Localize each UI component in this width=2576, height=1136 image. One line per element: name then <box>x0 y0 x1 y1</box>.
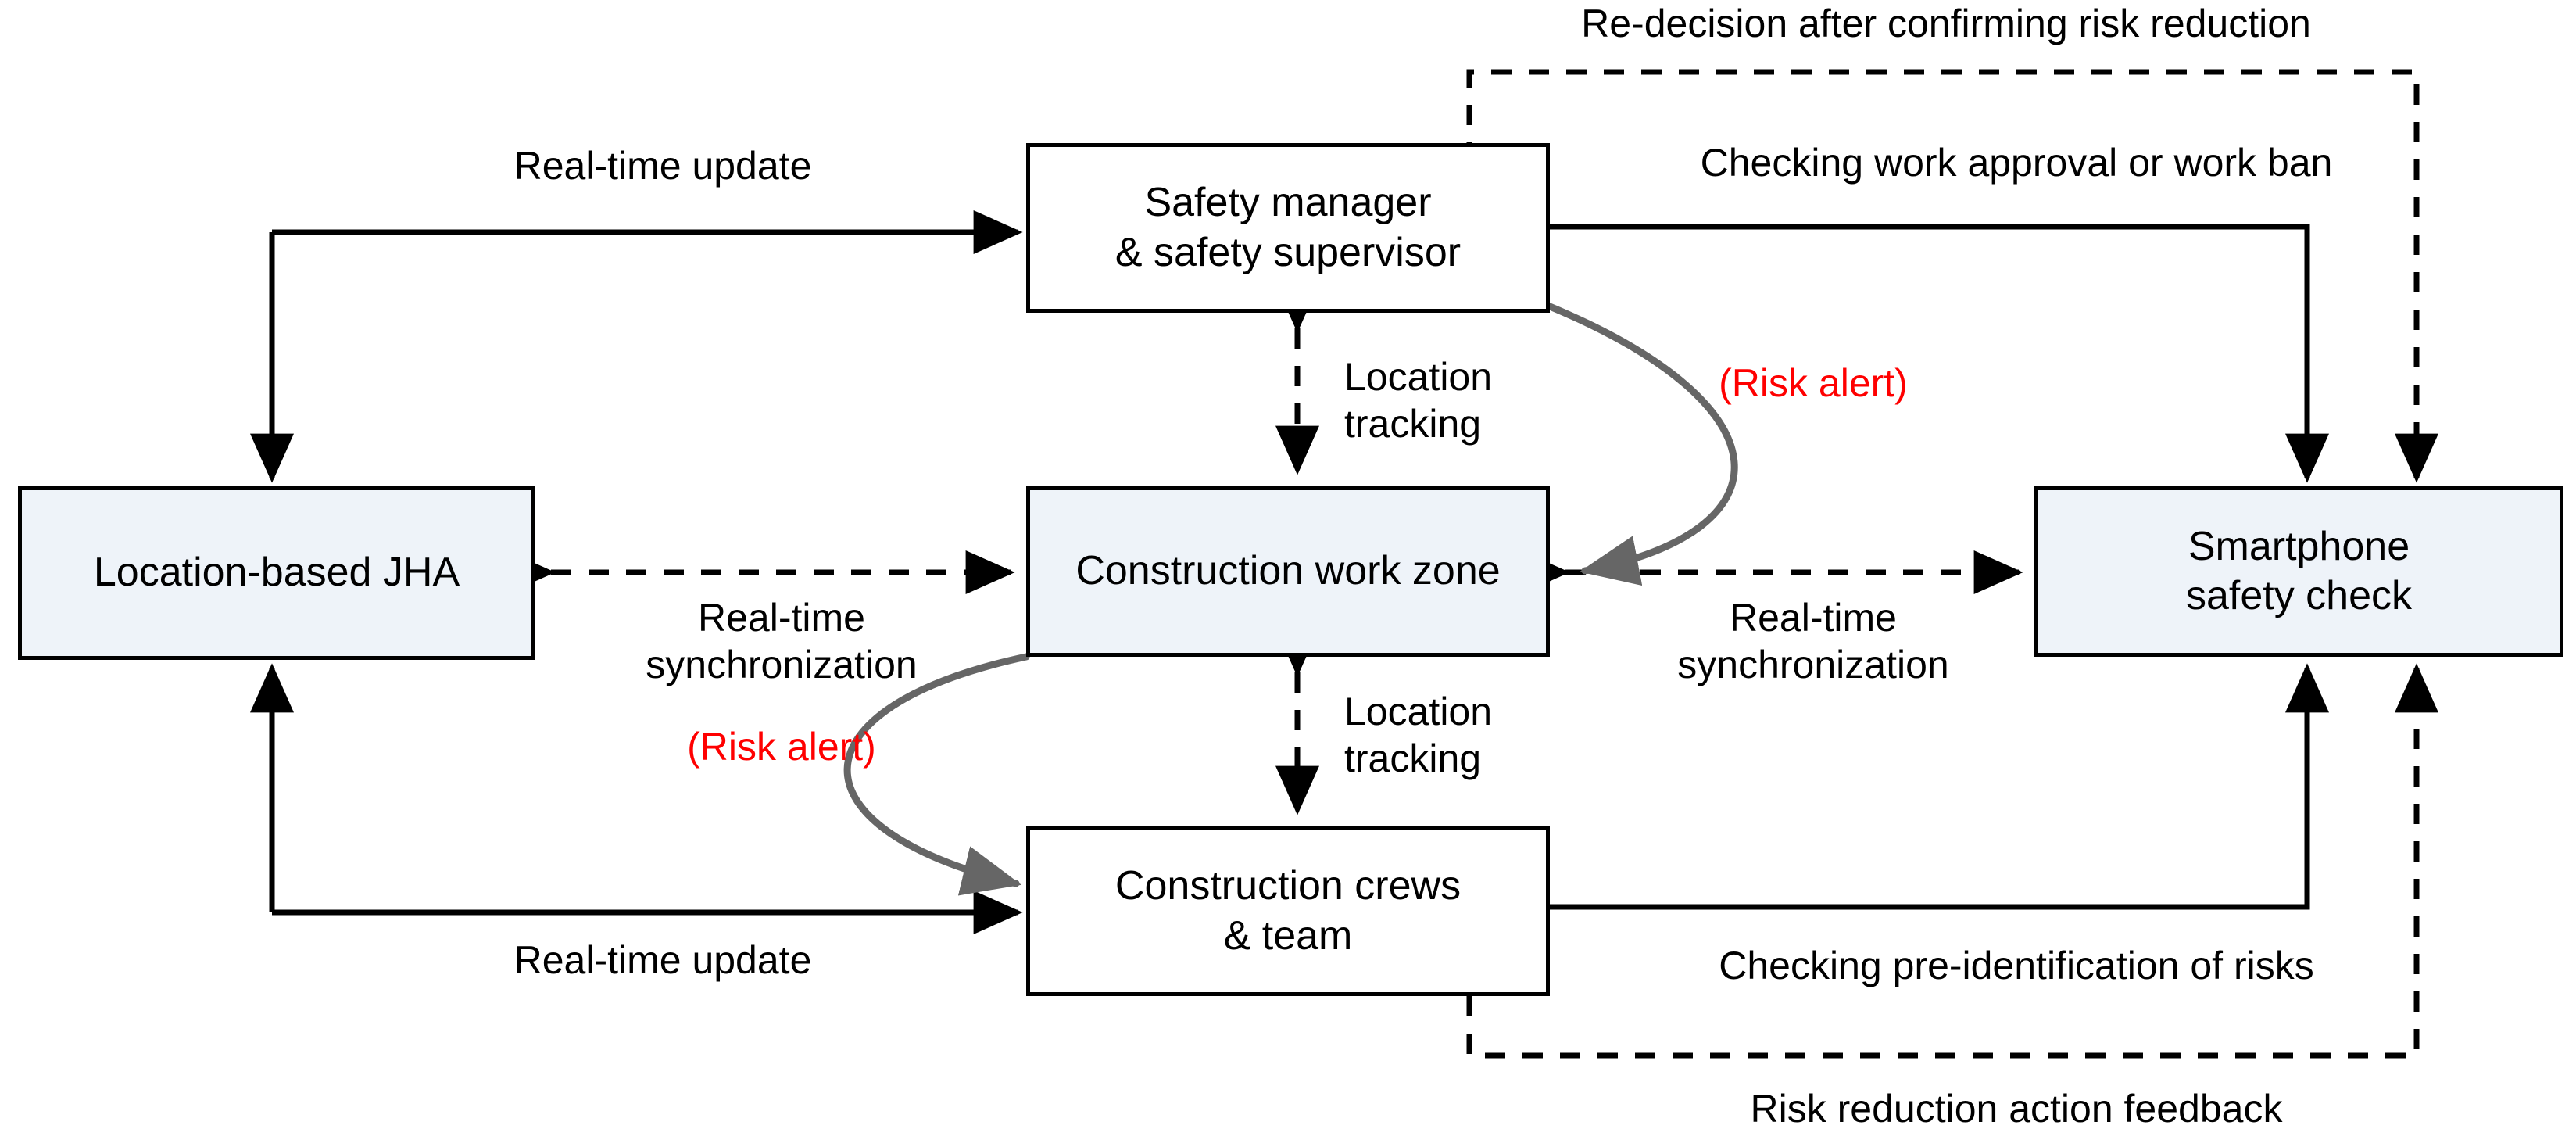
label-real-time-update-top: Real-time update <box>513 144 812 188</box>
node-label: Location-based JHA <box>93 550 460 596</box>
node-safety-manager[interactable]: Safety manager & safety supervisor <box>1026 143 1550 313</box>
node-construction-work-zone[interactable]: Construction work zone <box>1026 486 1550 657</box>
label-risk-alert-left: (Risk alert) <box>687 725 876 769</box>
node-label: Safety manager & safety supervisor <box>1114 180 1462 275</box>
node-smartphone-safety-check[interactable]: Smartphone safety check <box>2034 486 2563 657</box>
node-construction-crews[interactable]: Construction crews & team <box>1026 826 1550 996</box>
label-location-tracking-top: Location tracking <box>1344 355 1493 446</box>
label-real-time-sync-right: Real-time synchronization <box>1677 596 1949 686</box>
edge-risk-alert-right <box>1546 303 1738 586</box>
label-re-decision: Re-decision after confirming risk reduct… <box>1581 2 2311 45</box>
edge-risk-alert-left <box>843 653 1030 896</box>
node-label: Smartphone safety check <box>2185 523 2413 618</box>
label-location-tracking-bottom: Location tracking <box>1344 690 1493 780</box>
label-risk-alert-right: (Risk alert) <box>1719 361 1908 405</box>
node-location-based-jha[interactable]: Location-based JHA <box>18 486 535 660</box>
label-real-time-sync-left: Real-time synchronization <box>646 596 918 686</box>
edge-risk-reduction-feedback <box>1466 663 2438 1059</box>
edge-checking-pre-identification <box>1550 663 2329 910</box>
label-checking-work-approval: Checking work approval or work ban <box>1700 141 2333 185</box>
label-checking-pre-identification: Checking pre-identification of risks <box>1719 944 2314 987</box>
label-real-time-update-bottom: Real-time update <box>513 938 812 982</box>
edge-checking-work-approval <box>1550 224 2329 483</box>
node-label: Construction crews & team <box>1114 863 1462 959</box>
node-label: Construction work zone <box>1075 548 1501 594</box>
label-risk-reduction-feedback: Risk reduction action feedback <box>1750 1087 2283 1131</box>
